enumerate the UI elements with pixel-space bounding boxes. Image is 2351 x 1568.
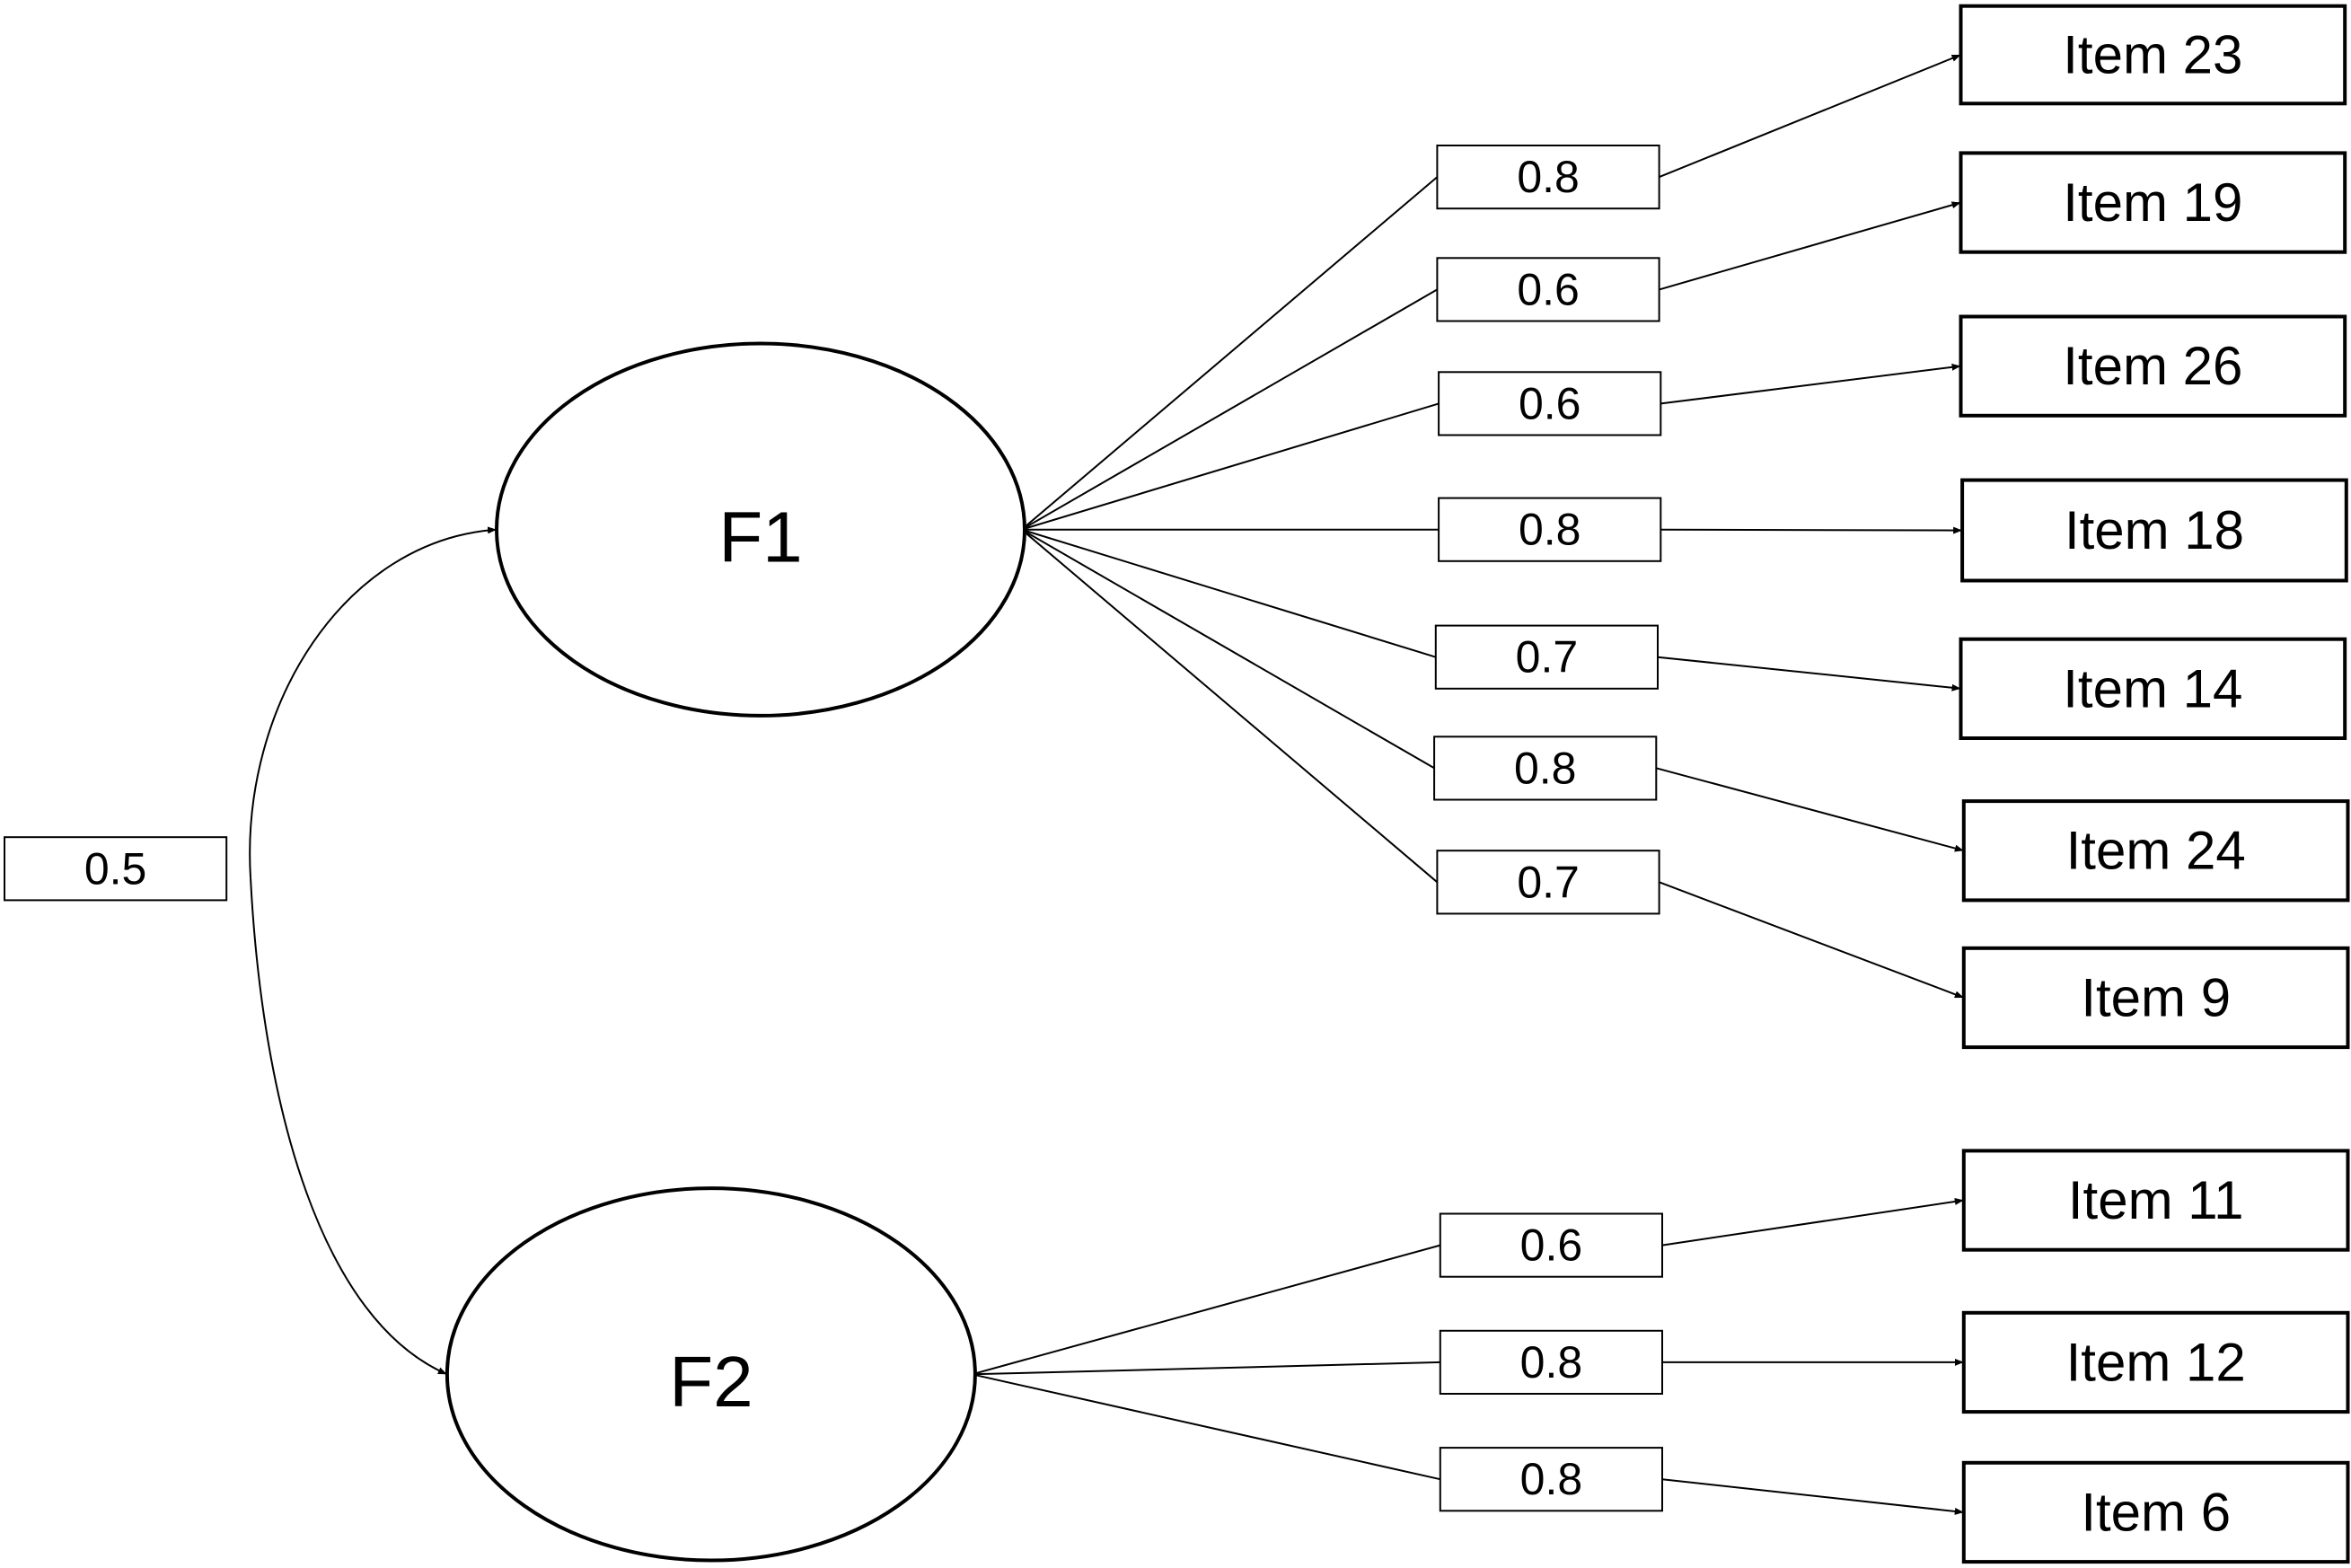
item-label: Item 12 [2066,1332,2246,1392]
path-line-f1-2 [1021,402,1440,531]
item-box [1960,478,2348,583]
item-box [1959,151,2347,254]
loading-box [1438,371,1662,436]
loading-value: 0.6 [1520,1220,1583,1271]
item-box [1959,4,2347,106]
loading-box [1438,497,1662,562]
path-line-f1-1 [1021,288,1438,531]
loading-value: 0.8 [1519,505,1581,555]
edges-layer [249,54,1965,1515]
item-label: Item 6 [2081,1483,2231,1543]
item-label: Item 9 [2081,967,2231,1027]
loading-value: 0.8 [1517,152,1580,202]
path-arrow-f1-4 [1657,656,1961,692]
loading-box [1439,1212,1664,1278]
item-box [1961,1149,2350,1252]
loading-value: 0.8 [1514,743,1577,793]
loading-box [1439,1329,1664,1396]
item-label: Item 23 [2063,25,2242,85]
item-box [1959,314,2347,418]
path-line-f2-1 [972,1361,1440,1376]
path-arrow-f1-5 [1656,767,1965,852]
loading-value: 0.8 [1520,1337,1583,1387]
path-line-f2-2 [972,1373,1441,1481]
loading-value: 0.7 [1516,632,1579,683]
loading-value: 0.7 [1517,857,1580,907]
path-arrow-f1-6 [1659,881,1965,999]
loading-box [1439,1447,1664,1512]
loading-value: 0.8 [1520,1454,1583,1504]
path-line-f2-0 [972,1244,1441,1376]
factor-label-f1: F1 [718,498,802,577]
correlation-value: 0.5 [84,843,147,894]
path-arrow-f1-3 [1660,526,1963,534]
item-box [1961,946,2350,1050]
path-line-f1-5 [1021,528,1435,770]
path-arrow-f2-0 [1661,1198,1964,1246]
item-label: Item 14 [2063,658,2242,718]
path-arrow-f1-1 [1659,201,1961,291]
factor-ellipse-f1 [495,341,1026,718]
item-label: Item 18 [2065,500,2244,560]
path-arrow-f2-2 [1661,1478,1964,1515]
factor-ellipse-f2 [445,1186,977,1563]
item-label: Item 11 [2068,1170,2244,1230]
path-line-f1-4 [1021,528,1437,658]
item-box [1961,1310,2350,1414]
path-line-f1-6 [1021,528,1439,884]
correlation-box [4,836,228,902]
item-label: Item 26 [2063,336,2242,396]
loading-box [1436,257,1660,322]
path-arrow-f1-2 [1660,363,1961,405]
item-box [1961,799,2350,903]
loading-value: 0.6 [1519,378,1581,428]
item-box [1961,1460,2350,1564]
loading-box [1433,736,1658,801]
item-label: Item 24 [2066,821,2246,881]
correlation-arc-upper [249,526,497,878]
loading-value: 0.6 [1517,264,1580,314]
path-line-f1-0 [1021,176,1439,531]
loading-box [1434,624,1660,690]
item-label: Item 19 [2063,172,2242,233]
correlation-arc-lower [250,877,448,1376]
factor-label-f2: F2 [669,1342,753,1422]
loading-box [1436,850,1660,915]
item-box [1959,637,2347,741]
loading-box [1436,145,1660,210]
path-arrow-f1-0 [1659,54,1961,179]
